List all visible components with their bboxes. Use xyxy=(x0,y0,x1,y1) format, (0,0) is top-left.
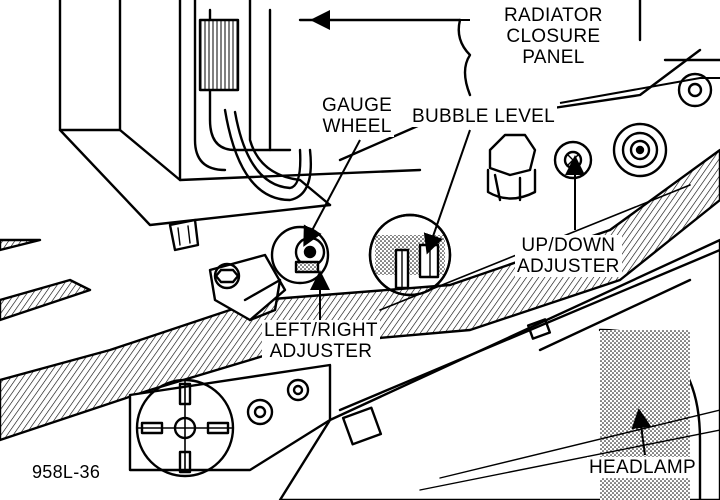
label-leftright-line-2: ADJUSTER xyxy=(269,341,373,362)
leader-closure-panel-edge xyxy=(559,77,720,104)
label-gauge-line-2: WHEEL xyxy=(322,116,392,137)
radiator-support-structure xyxy=(58,0,422,227)
left-hatch-strip-mid xyxy=(0,278,92,322)
label-gauge-wheel: GAUGE WHEEL xyxy=(320,95,395,137)
support-bracket xyxy=(198,8,312,202)
label-radiator-line-2: CLOSURE xyxy=(506,26,601,47)
label-up-down-adjuster: UP/DOWN ADJUSTER xyxy=(515,235,622,277)
hex-bolt xyxy=(486,133,537,202)
left-right-adjuster-bracket xyxy=(168,218,287,322)
figure-id: 958L-36 xyxy=(30,462,103,483)
label-updown-line-1: UP/DOWN xyxy=(521,235,616,256)
leader-lines xyxy=(303,10,720,456)
lower-mounting-plate xyxy=(128,363,332,478)
bubble-level-assembly xyxy=(368,213,452,297)
leader-bubble-level xyxy=(423,129,471,255)
label-bubble-level: BUBBLE LEVEL xyxy=(410,106,558,127)
label-updown-line-2: ADJUSTER xyxy=(517,256,620,277)
left-hatch-strip-top xyxy=(0,238,42,252)
leader-gauge-wheel xyxy=(303,139,361,247)
label-radiator-line-1: RADIATOR xyxy=(504,5,603,26)
label-radiator-line-3: PANEL xyxy=(522,47,585,68)
label-radiator-closure-panel: RADIATOR CLOSURE PANEL xyxy=(502,5,605,68)
label-headlamp: HEADLAMP xyxy=(587,457,698,478)
up-down-adjuster-screw xyxy=(553,140,593,180)
leader-headlamp xyxy=(631,408,652,456)
gauge-wheel-assembly xyxy=(270,225,330,285)
label-left-right-adjuster: LEFT/RIGHT ADJUSTER xyxy=(262,320,380,362)
label-leftright-line-1: LEFT/RIGHT xyxy=(264,320,378,341)
adjuster-grommet xyxy=(612,122,668,178)
label-gauge-line-1: GAUGE xyxy=(322,95,393,116)
